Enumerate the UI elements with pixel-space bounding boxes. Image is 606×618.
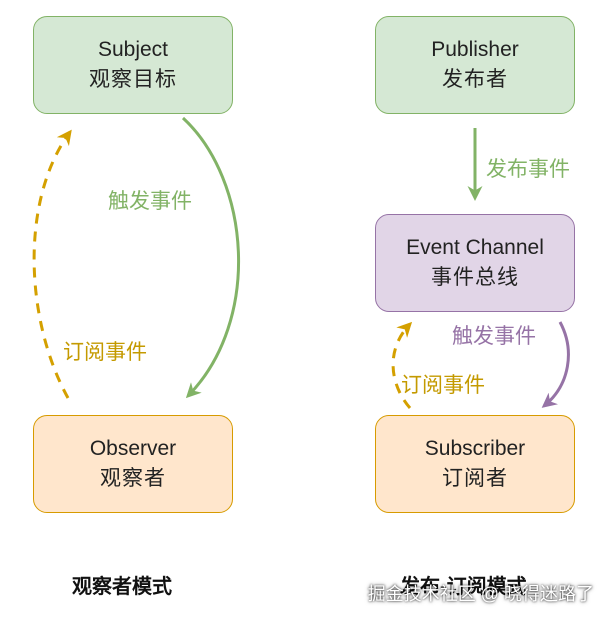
subject-subtitle: 观察目标	[89, 68, 177, 91]
trigger-arrow-left	[181, 116, 241, 399]
event-channel-subtitle: 事件总线	[431, 266, 519, 289]
subject-box: Subject 观察目标	[33, 16, 233, 114]
publish-event-label: 发布事件	[486, 158, 570, 181]
subscriber-box: Subscriber 订阅者	[375, 415, 575, 513]
publisher-title: Publisher	[431, 38, 519, 61]
observer-pattern-caption: 观察者模式	[72, 576, 172, 598]
subscriber-title: Subscriber	[424, 437, 526, 460]
trigger-event-label-right: 触发事件	[452, 325, 536, 348]
observer-title: Observer	[89, 437, 177, 460]
subscriber-subtitle: 订阅者	[442, 467, 508, 490]
subscribe-arrow-right	[391, 321, 413, 409]
watermark: 掘金技术社区 @ 晓得迷路了	[367, 584, 594, 604]
event-channel-title: Event Channel	[406, 236, 544, 259]
subscribe-event-label-right: 订阅事件	[401, 374, 485, 397]
publisher-box: Publisher 发布者	[375, 16, 575, 114]
event-channel-box: Event Channel 事件总线	[375, 214, 575, 312]
publisher-subtitle: 发布者	[442, 68, 508, 91]
trigger-arrow-right	[541, 321, 570, 408]
observer-subtitle: 观察者	[100, 467, 166, 490]
pubsub-pattern-caption: 发布-订阅模式	[400, 576, 527, 598]
observer-box: Observer 观察者	[33, 415, 233, 513]
subscribe-event-label-left: 订阅事件	[63, 341, 147, 364]
subject-title: Subject	[97, 38, 169, 61]
trigger-event-label-left: 触发事件	[108, 190, 192, 213]
